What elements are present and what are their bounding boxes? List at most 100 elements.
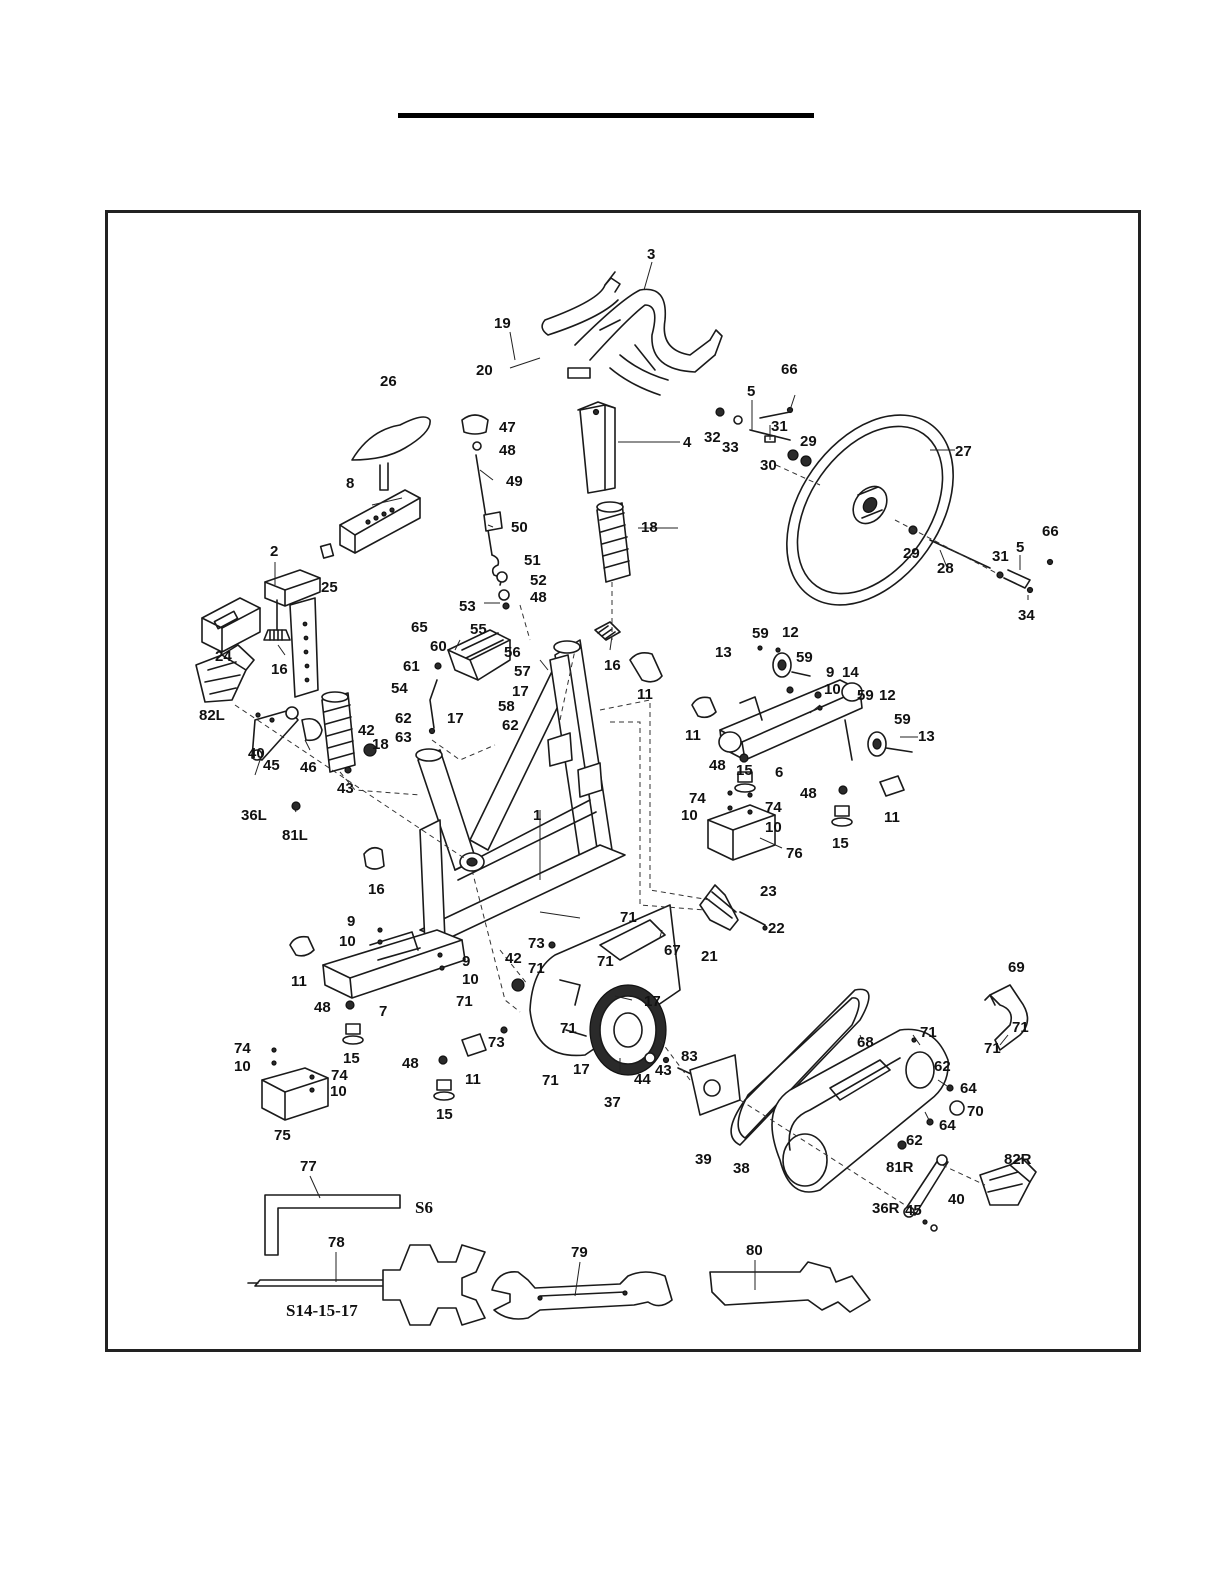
exploded-diagram-frame bbox=[105, 210, 1141, 1352]
label-29b: 29 bbox=[903, 545, 920, 562]
open-wrench-79 bbox=[491, 1271, 673, 1320]
label-11a: 11 bbox=[291, 973, 307, 990]
label-9a: 9 bbox=[347, 913, 355, 930]
label-71e: 71 bbox=[560, 1020, 577, 1037]
label-10b: 10 bbox=[462, 971, 479, 988]
label-56: 56 bbox=[504, 644, 521, 661]
label-51: 51 bbox=[524, 552, 541, 569]
label-6: 6 bbox=[775, 764, 783, 781]
label-11c: 11 bbox=[685, 727, 701, 744]
label-63: 63 bbox=[395, 729, 412, 746]
label-71b: 71 bbox=[528, 960, 545, 977]
right-crank-hardware bbox=[897, 1140, 938, 1232]
label-36L: 36L bbox=[241, 807, 267, 824]
label-11e: 11 bbox=[465, 1071, 481, 1088]
bottle-cage bbox=[699, 884, 768, 931]
label-65: 65 bbox=[411, 619, 428, 636]
label-12a: 12 bbox=[782, 624, 799, 641]
main-frame bbox=[415, 639, 626, 946]
label-70: 70 bbox=[967, 1103, 984, 1120]
label-59c: 59 bbox=[857, 687, 874, 704]
end-cap-11d bbox=[879, 775, 905, 797]
label-allen-size: S6 bbox=[415, 1198, 433, 1217]
label-73b: 73 bbox=[488, 1034, 505, 1051]
label-16c: 16 bbox=[368, 881, 385, 898]
label-45b: 45 bbox=[905, 1202, 922, 1219]
label-62d: 62 bbox=[906, 1132, 923, 1149]
label-47: 47 bbox=[499, 419, 516, 436]
label-14: 14 bbox=[842, 664, 859, 681]
outer-belt-guard bbox=[771, 1028, 949, 1193]
label-43b: 43 bbox=[655, 1062, 672, 1079]
brake-pad-bracket bbox=[428, 629, 511, 735]
label-68: 68 bbox=[857, 1034, 874, 1051]
label-73a: 73 bbox=[528, 935, 545, 952]
label-50: 50 bbox=[511, 519, 528, 536]
front-wheel-12a bbox=[772, 652, 792, 678]
label-30: 30 bbox=[760, 457, 777, 474]
label-71h: 71 bbox=[1012, 1019, 1029, 1036]
front-stabilizer-bolts bbox=[757, 645, 913, 753]
label-43a: 43 bbox=[337, 780, 354, 797]
label-38: 38 bbox=[733, 1160, 750, 1177]
label-48a: 48 bbox=[499, 442, 516, 459]
label-71g: 71 bbox=[920, 1024, 937, 1041]
end-cap-11b bbox=[629, 652, 663, 683]
label-1: 1 bbox=[533, 807, 541, 824]
allen-key bbox=[264, 1194, 401, 1256]
label-81L: 81L bbox=[282, 827, 308, 844]
label-64b: 64 bbox=[939, 1117, 956, 1134]
rear-foot-15c bbox=[342, 1000, 364, 1045]
label-66b: 66 bbox=[1042, 523, 1059, 540]
end-cap-25 bbox=[319, 543, 335, 559]
rear-foot-15d bbox=[433, 1055, 455, 1101]
label-29a: 29 bbox=[800, 433, 817, 450]
label-71d: 71 bbox=[456, 993, 473, 1010]
label-42b: 42 bbox=[505, 950, 522, 967]
guard-hardware bbox=[911, 1037, 965, 1126]
right-crank bbox=[903, 1154, 949, 1218]
label-23: 23 bbox=[760, 883, 777, 900]
label-62b: 62 bbox=[502, 717, 519, 734]
drive-belt bbox=[730, 988, 870, 1146]
label-64a: 64 bbox=[960, 1080, 977, 1097]
seat-post bbox=[264, 569, 321, 698]
label-11b: 11 bbox=[637, 686, 653, 703]
label-46: 46 bbox=[300, 759, 317, 776]
label-60: 60 bbox=[430, 638, 447, 655]
front-wheel-12b bbox=[867, 731, 887, 757]
floor-pad-75 bbox=[261, 1047, 329, 1121]
label-16b: 16 bbox=[604, 657, 621, 674]
label-82L: 82L bbox=[199, 707, 225, 724]
label-10g: 10 bbox=[330, 1083, 347, 1100]
label-37: 37 bbox=[604, 1094, 621, 1111]
label-24: 24 bbox=[215, 648, 232, 665]
frame-knob-16c bbox=[363, 846, 385, 870]
drive-pulley bbox=[589, 984, 667, 1076]
label-62c: 62 bbox=[934, 1058, 951, 1075]
label-48f: 48 bbox=[402, 1055, 419, 1072]
label-82R: 82R bbox=[1004, 1151, 1032, 1168]
label-33: 33 bbox=[722, 439, 739, 456]
label-19: 19 bbox=[494, 315, 511, 332]
label-10e: 10 bbox=[765, 819, 782, 836]
label-15c: 15 bbox=[343, 1050, 360, 1067]
label-10c: 10 bbox=[824, 681, 841, 698]
label-66a: 66 bbox=[781, 361, 798, 378]
label-49: 49 bbox=[506, 473, 523, 490]
label-54: 54 bbox=[391, 680, 408, 697]
seat-post-grip bbox=[321, 691, 356, 773]
label-71f: 71 bbox=[542, 1072, 559, 1089]
label-5a: 5 bbox=[747, 383, 755, 400]
label-53: 53 bbox=[459, 598, 476, 615]
label-74a: 74 bbox=[689, 790, 706, 807]
label-15a: 15 bbox=[736, 762, 753, 779]
guard-cap-69 bbox=[984, 984, 1029, 1051]
label-74c: 74 bbox=[234, 1040, 251, 1057]
rear-stabilizer bbox=[322, 927, 466, 999]
label-39: 39 bbox=[695, 1151, 712, 1168]
label-40a: 40 bbox=[248, 745, 265, 762]
label-40b: 40 bbox=[948, 1191, 965, 1208]
label-48e: 48 bbox=[314, 999, 331, 1016]
end-cap-11c bbox=[691, 696, 717, 719]
